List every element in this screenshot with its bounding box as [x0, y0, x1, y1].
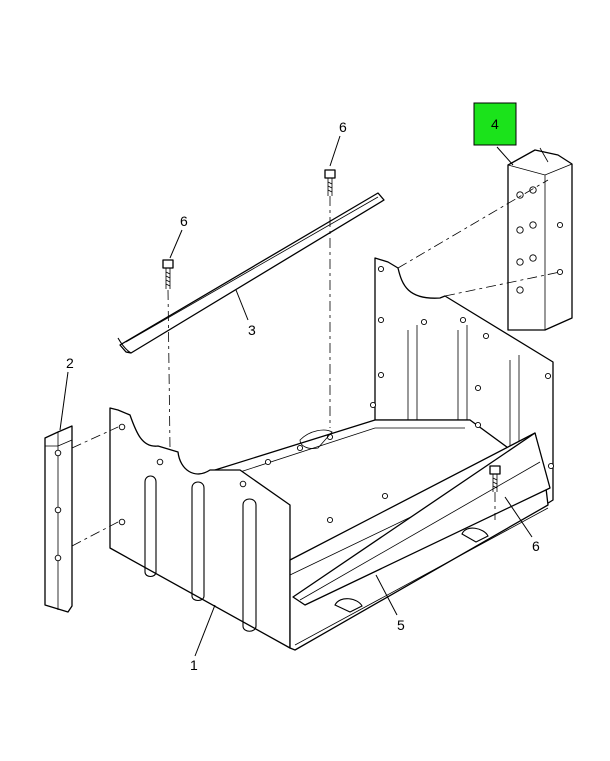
right-bracket	[507, 147, 573, 331]
callout-1: 1	[190, 657, 198, 673]
front-rail	[292, 432, 551, 613]
callout-5: 5	[397, 617, 405, 633]
alignment-lines	[71, 179, 561, 547]
leader-lines	[59, 135, 533, 657]
left-bracket	[44, 425, 73, 613]
bolt-left	[162, 259, 174, 289]
callout-6-center: 6	[339, 119, 347, 135]
callout-6-left: 6	[180, 213, 188, 229]
callout-4: 4	[491, 116, 499, 132]
callout-6-right: 6	[532, 538, 540, 554]
battery-box-front-wall	[109, 407, 291, 649]
bolt-center	[324, 169, 336, 196]
highlight-box	[473, 102, 517, 146]
callout-2: 2	[66, 355, 74, 371]
callout-3: 3	[248, 322, 256, 338]
bolt-right	[489, 465, 501, 492]
